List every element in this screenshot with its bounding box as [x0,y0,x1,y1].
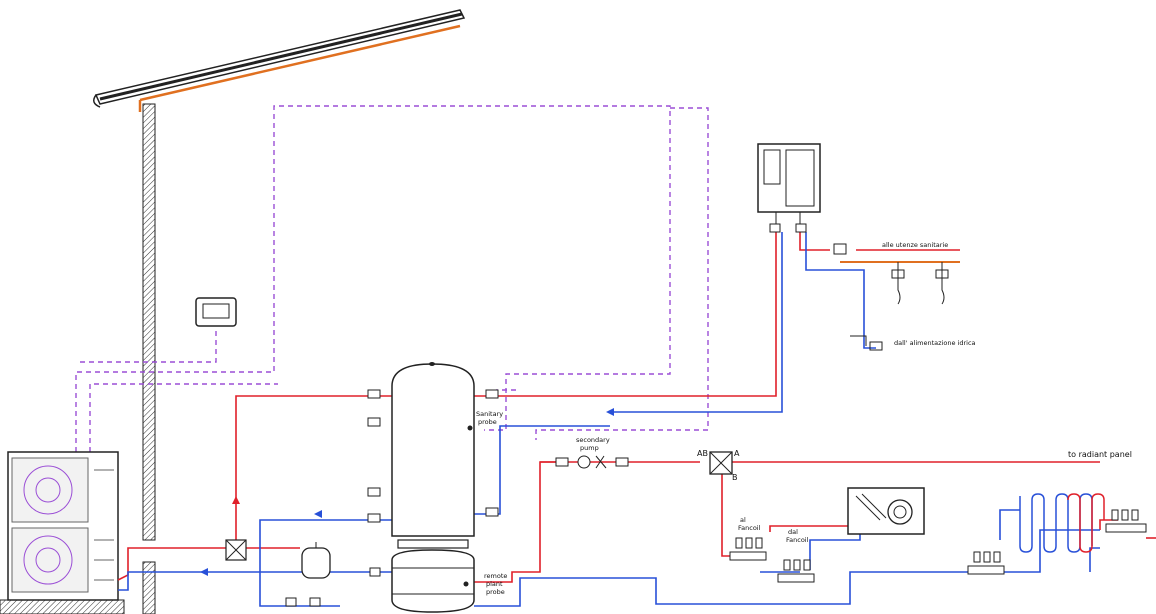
wall-boiler [757,143,821,233]
sanitary-outlets [833,243,960,351]
label-secondary-pump-1: secondary [576,436,610,444]
return-pipes [118,232,1100,607]
fancoil-manifolds [729,537,815,583]
expansion-vessel [285,542,331,607]
secondary-pump-group [555,455,629,469]
label-dall-alimentazione: dall' alimentazione idrica [894,339,976,347]
label-valve-b: B [732,473,738,482]
label-dal-fancoil-1: dal [788,528,798,536]
label-remote-probe-2: plant [486,580,503,588]
probe-markers [463,425,473,587]
label-remote-probe-3: probe [486,588,505,596]
radiant-coil [1019,493,1105,553]
solar-collector [93,9,466,112]
label-valve-a: A [734,449,740,458]
mixing-valve-left [225,539,247,561]
label-secondary-pump-2: pump [580,444,599,452]
label-valve-ab: AB [697,449,708,458]
three-way-valve [709,451,733,475]
storage-tank [391,362,475,613]
label-dal-fancoil-2: Fancoil [786,536,809,544]
heat-pump-unit [0,451,125,614]
label-al-fancoil-2: Fancoil [738,524,761,532]
label-al-fancoil-1: al [740,516,746,524]
wall-column-lower [142,561,156,614]
label-to-radiant-panel: to radiant panel [1068,450,1132,459]
label-remote-probe-1: remote [484,572,507,580]
label-sanitary-probe-1: Sanitary [476,410,503,418]
room-controller [195,297,237,327]
label-sanitary-probe-2: probe [478,418,497,426]
fancoil-unit [847,487,925,535]
radiant-manifolds [967,509,1147,575]
tank-sockets [367,389,499,577]
wall-column [142,103,156,541]
label-alle-utenze: alle utenze sanitarie [882,241,948,249]
control-wiring [75,105,709,452]
